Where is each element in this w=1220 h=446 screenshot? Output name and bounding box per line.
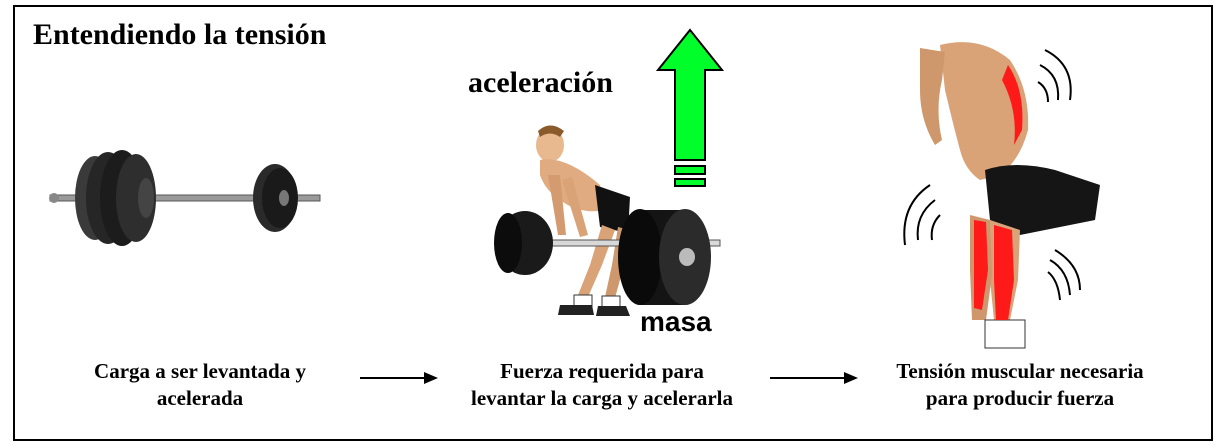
vibration-lines <box>903 49 1081 301</box>
mass-label: masa <box>640 306 712 337</box>
flow-arrow-2 <box>770 372 858 384</box>
caption-tension: Tensión muscular necesaria para producir… <box>896 359 1144 410</box>
caption-force: Fuerza requerida para levantar la carga … <box>470 359 734 410</box>
right-plate <box>618 209 711 305</box>
caption-load: Carga a ser levantada y acelerada <box>94 359 306 410</box>
acceleration-label: aceleración <box>468 66 613 99</box>
lifter-illustration <box>494 125 721 316</box>
muscle-tension-illustration <box>903 42 1100 349</box>
diagram-title: Entendiendo la tensión <box>33 18 327 51</box>
flow-arrow-1 <box>360 372 438 384</box>
lifter-body <box>536 125 630 316</box>
left-plate <box>494 211 553 275</box>
barbell-illustration <box>49 150 321 246</box>
left-plates <box>75 150 156 246</box>
tension-highlight <box>974 65 1023 320</box>
acceleration-arrow <box>655 28 725 187</box>
right-plate <box>253 164 298 232</box>
